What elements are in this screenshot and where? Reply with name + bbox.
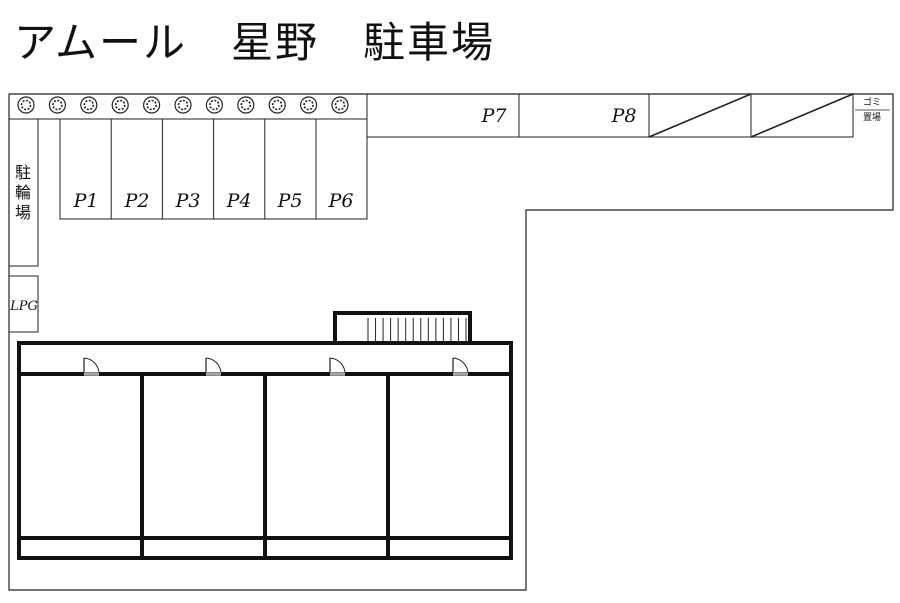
svg-text:P8: P8 [611, 105, 637, 127]
parking-label-p3: P3 [175, 190, 201, 212]
garbage-area: ゴミ 置場 [855, 96, 890, 123]
tree-icon [80, 96, 98, 114]
tree-icon [268, 96, 286, 114]
parking-label-p2: P2 [124, 190, 150, 212]
hatched-space-2 [750, 93, 854, 138]
svg-text:ゴミ: ゴミ [863, 96, 881, 108]
parking-label-p1: P1 [73, 190, 99, 212]
tree-icon [237, 96, 255, 114]
lot-boundary [8, 93, 894, 591]
building [17, 341, 513, 560]
svg-text:駐: 駐 [15, 163, 31, 182]
svg-text:P4: P4 [226, 190, 252, 212]
svg-text:P1: P1 [73, 190, 99, 212]
svg-text:輪: 輪 [15, 183, 31, 202]
door-4 [452, 357, 469, 376]
parking-label-p4: P4 [226, 190, 252, 212]
tree-icon [143, 96, 161, 114]
parking-label-p6: P6 [328, 190, 354, 212]
parking-space-p8: P8 [518, 93, 650, 138]
svg-text:P2: P2 [124, 190, 150, 212]
door-2 [205, 357, 222, 376]
svg-text:場: 場 [15, 203, 31, 222]
svg-text:P7: P7 [481, 105, 508, 127]
lpg-storage: LPG [8, 275, 39, 333]
tree-icon [111, 96, 129, 114]
bicycle-parking: 駐 輪 場 [8, 118, 39, 267]
svg-text:置場: 置場 [863, 111, 881, 123]
parking-space-p7: P7 [366, 93, 520, 138]
staircase [333, 311, 472, 344]
svg-text:P6: P6 [328, 190, 354, 212]
svg-text:P5: P5 [277, 190, 303, 212]
tree-row [17, 96, 349, 114]
tree-icon [174, 96, 192, 114]
svg-text:LPG: LPG [9, 299, 38, 314]
door-1 [83, 357, 100, 376]
tree-icon [300, 96, 318, 114]
svg-text:P3: P3 [175, 190, 201, 212]
door-3 [329, 357, 346, 376]
parking-label-p5: P5 [277, 190, 303, 212]
tree-icon [17, 96, 35, 114]
hatched-space-1 [648, 93, 752, 138]
tree-icon [331, 96, 349, 114]
tree-icon [205, 96, 223, 114]
page-title: アムール 星野 駐車場 [14, 18, 496, 67]
tree-icon [48, 96, 67, 114]
